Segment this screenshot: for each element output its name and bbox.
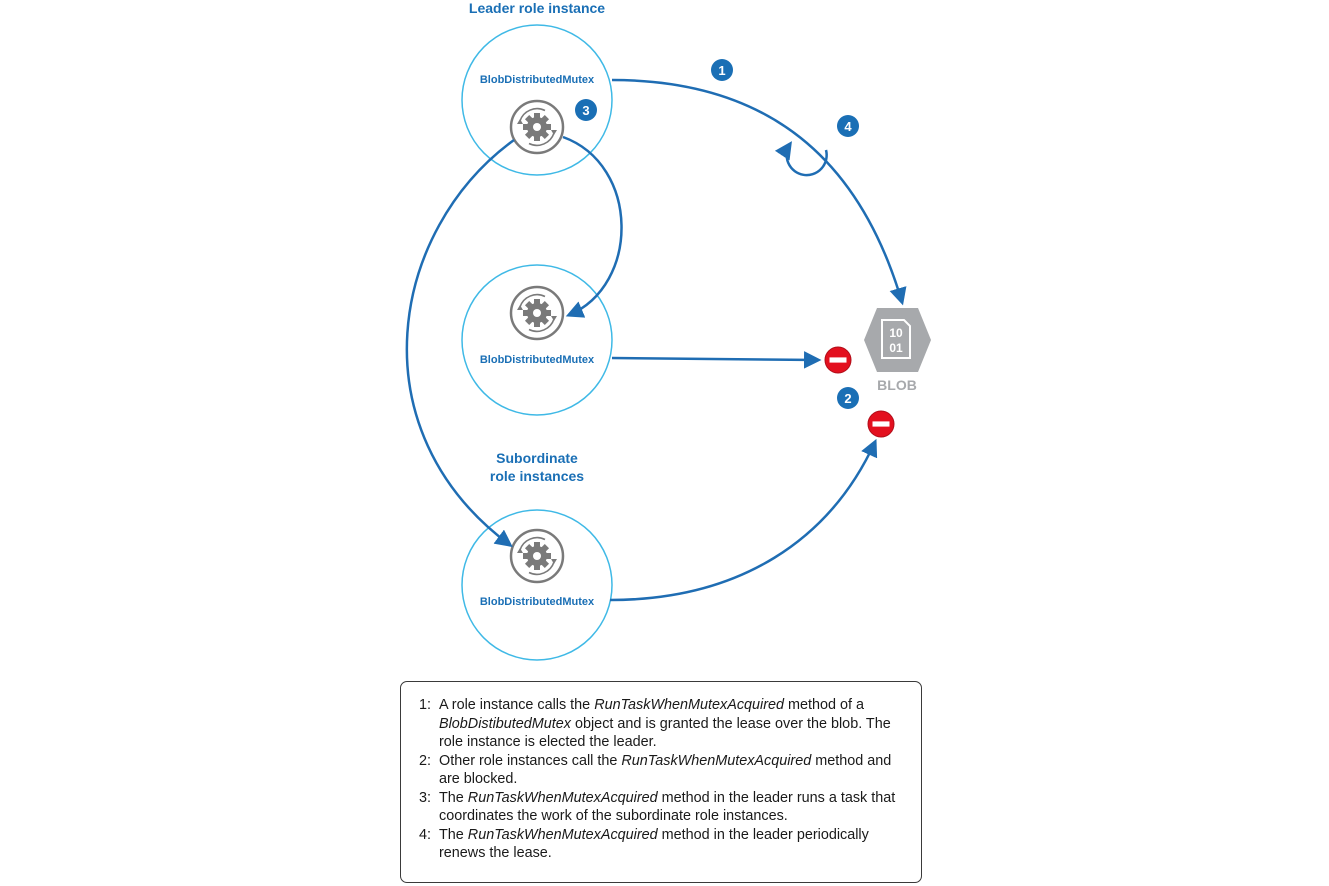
legend-item-fragment: The — [439, 789, 468, 806]
legend-item-2: 2: Other role instances call the RunTaskW… — [419, 752, 907, 789]
task-gear-icon-subordinate-2 — [509, 528, 565, 584]
legend-item-fragment: method and are blocked. — [439, 752, 892, 788]
legend-list: 1: A role instance calls the RunTaskWhenM… — [419, 696, 907, 863]
step-badge-2: 2 — [837, 387, 859, 409]
legend-item-fragment: object and is granted the lease over the… — [439, 715, 891, 751]
legend-item-number: 3: — [419, 789, 432, 806]
task-gear-icon-subordinate-1 — [509, 285, 565, 341]
blob-icon-binary-line2: 01 — [889, 341, 903, 355]
legend-item-number: 1: — [419, 697, 432, 713]
step-badge-1-label: 1 — [718, 63, 725, 78]
subordinate-role-circle-2 — [461, 509, 613, 661]
blob-storage-icon — [864, 308, 931, 372]
legend-item-1: 1: A role instance calls the RunTaskWhenM… — [419, 696, 907, 752]
legend-item-fragment: method of a — [784, 697, 865, 713]
subordinate-heading-line1: Subordinate — [496, 450, 578, 466]
step-badge-2-label: 2 — [844, 391, 851, 406]
arrow-coordinate-subordinate-1 — [562, 135, 623, 318]
blob-icon-binary-line1: 10 — [889, 326, 903, 340]
legend-item-number: 4: — [419, 826, 432, 843]
legend-item-fragment: method in the leader periodically renews… — [439, 826, 869, 862]
legend-item-4: 4: The RunTaskWhenMutexAcquired method in… — [419, 826, 907, 863]
arrow-acquire-lease — [611, 78, 907, 306]
leader-heading: Leader role instance — [469, 0, 605, 16]
mutex-label-subordinate-1: BlobDistributedMutex — [480, 354, 595, 366]
arrow-blocked-subordinate-1 — [611, 351, 822, 369]
legend-item-fragment: The — [439, 826, 468, 843]
legend-item-emphasis: RunTaskWhenMutexAcquired — [467, 826, 658, 843]
legend-item-text: The RunTaskWhenMutexAcquired method in t… — [439, 826, 907, 863]
task-gear-icon-leader — [509, 99, 565, 155]
legend-item-text: Other role instances call the RunTaskWhe… — [439, 752, 907, 789]
blob-label: BLOB — [877, 377, 917, 393]
legend-item-text: A role instance calls the RunTaskWhenMut… — [439, 696, 907, 752]
renew-lease-loop-arrow — [774, 141, 828, 177]
arrow-blocked-subordinate-2 — [609, 438, 878, 602]
subordinate-heading-line2: role instances — [490, 468, 584, 484]
blocked-icon-2 — [867, 410, 895, 438]
blob-file-icon — [881, 319, 911, 359]
mutex-label-leader: BlobDistributedMutex — [480, 74, 595, 86]
arrow-coordinate-subordinate-2 — [405, 138, 515, 548]
step-badge-3: 3 — [575, 99, 597, 121]
step-badge-1: 1 — [711, 59, 733, 81]
legend-item-3: 3: The RunTaskWhenMutexAcquired method in… — [419, 789, 907, 826]
step-badge-4-label: 4 — [844, 119, 852, 134]
legend-item-fragment: Other role instances call the — [439, 752, 622, 769]
step-badge-4: 4 — [837, 115, 859, 137]
legend-item-emphasis: RunTaskWhenMutexAcquired — [467, 789, 658, 806]
legend-item-text: The RunTaskWhenMutexAcquired method in t… — [439, 789, 907, 826]
legend-box: 1: A role instance calls the RunTaskWhenM… — [400, 681, 922, 883]
legend-item-emphasis: BlobDistibutedMutex — [439, 715, 571, 732]
legend-item-emphasis: RunTaskWhenMutexAcquired — [594, 697, 785, 713]
legend-item-number: 2: — [419, 752, 432, 769]
mutex-label-subordinate-2: BlobDistributedMutex — [480, 596, 595, 608]
legend-item-emphasis: RunTaskWhenMutexAcquired — [621, 752, 812, 769]
blocked-icon-1 — [824, 346, 852, 374]
legend-item-fragment: A role instance calls the — [439, 697, 595, 713]
legend-item-fragment: method in the leader runs a task that co… — [439, 789, 896, 825]
step-badge-3-label: 3 — [582, 103, 589, 118]
